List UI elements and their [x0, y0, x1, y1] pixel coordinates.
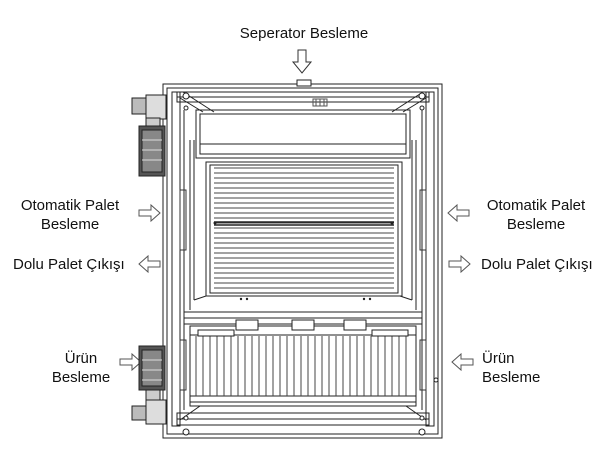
- arrow-right-icon: [119, 352, 142, 372]
- label-left-pallet-feed-line2: Besleme: [40, 216, 100, 233]
- motor-top-left: [131, 94, 167, 177]
- label-right-product-feed-line1: Ürün: [482, 350, 515, 367]
- label-left-pallet-feed: Otomatik Palet Besleme: [8, 196, 132, 234]
- arrow-left-icon: [447, 203, 470, 223]
- label-right-pallet-feed-line1: Otomatik Palet: [486, 197, 586, 214]
- motor-bottom-left: [131, 345, 167, 425]
- label-left-pallet-feed-line1: Otomatik Palet: [20, 197, 120, 214]
- label-right-full-pallet-exit-text: Dolu Palet Çıkışı: [481, 256, 593, 273]
- label-right-product-feed: Ürün Besleme: [482, 349, 540, 387]
- corner-bolts: [182, 92, 439, 436]
- label-left-full-pallet-exit: Dolu Palet Çıkışı: [13, 255, 125, 274]
- machine-frame: [162, 83, 443, 439]
- pallet-slats: [214, 167, 394, 289]
- conveyor-rollers: [195, 336, 407, 396]
- label-left-product-feed-line2: Besleme: [51, 369, 111, 386]
- label-left-product-feed: Ürün Besleme: [44, 349, 118, 387]
- vent-grille: [312, 98, 328, 107]
- conveyor-clamps: [197, 319, 409, 337]
- label-left-product-feed-line1: Ürün: [64, 350, 98, 367]
- label-right-pallet-feed-line2: Besleme: [506, 216, 566, 233]
- arrow-down-icon: [291, 49, 313, 74]
- arrow-left-icon: [451, 352, 474, 372]
- arrow-right-icon: [448, 254, 471, 274]
- arrow-right-icon: [138, 203, 161, 223]
- left-side-guides: [179, 189, 427, 391]
- label-separator-feed: Seperator Besleme: [226, 24, 382, 43]
- arrow-left-icon: [138, 254, 161, 274]
- label-separator-feed-text: Seperator Besleme: [239, 25, 369, 42]
- label-right-pallet-feed: Otomatik Palet Besleme: [474, 196, 598, 234]
- label-right-full-pallet-exit: Dolu Palet Çıkışı: [481, 255, 593, 274]
- label-right-product-feed-line2: Besleme: [482, 369, 541, 386]
- rail-markers: [213, 221, 394, 301]
- pallet-rail: [214, 221, 394, 226]
- label-left-full-pallet-exit-text: Dolu Palet Çıkışı: [13, 256, 125, 273]
